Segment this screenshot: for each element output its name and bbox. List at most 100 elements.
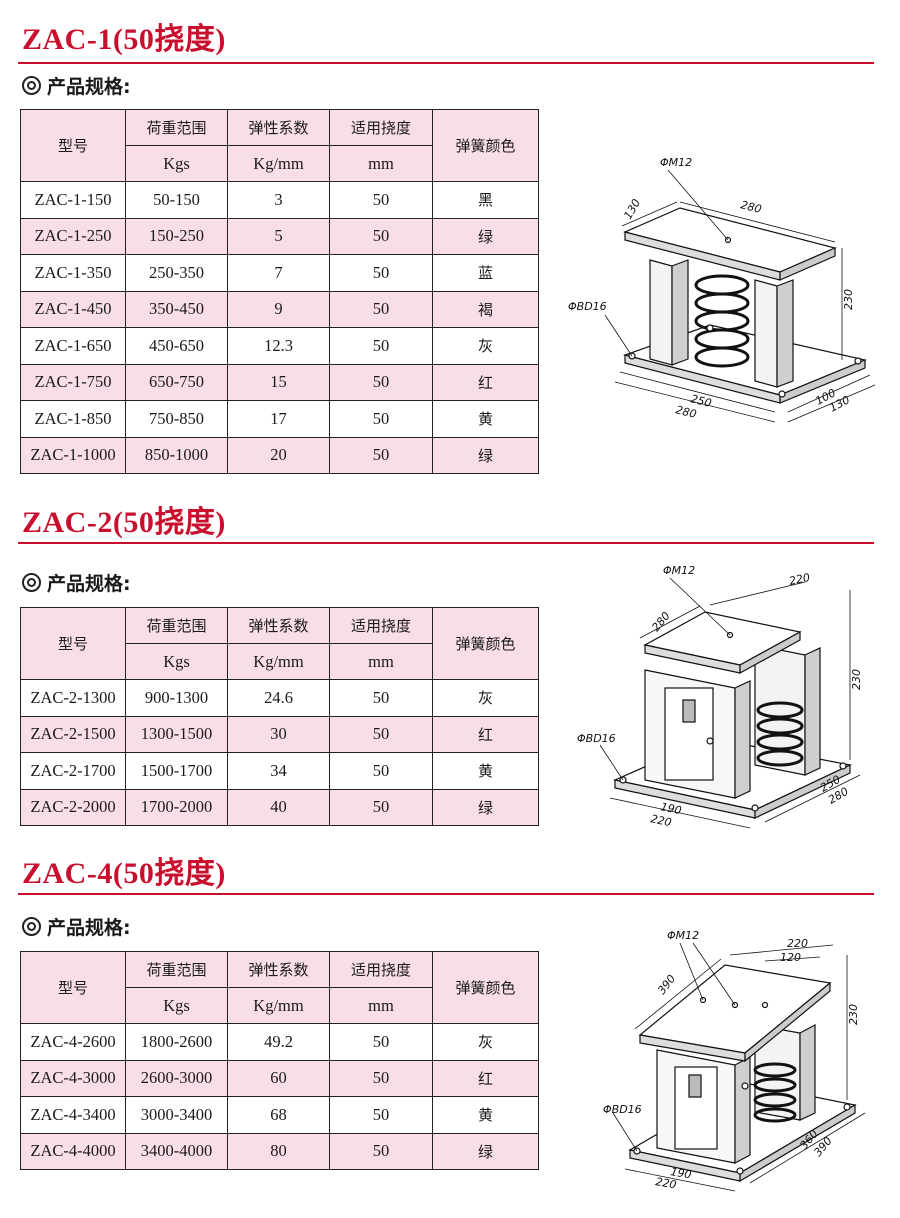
- label-base-width-outer: 280: [674, 403, 698, 421]
- mount-diagram-zac-4: ΦM12 220 120 390 230 ΦBD16 190 220 360 3…: [603, 929, 866, 1192]
- cell-deflection: 50: [329, 181, 433, 219]
- cell-load: 450-650: [125, 327, 228, 365]
- mount-diagram-zac-2: ΦM12 220 280 230 ΦBD16 190 220 250 280: [577, 564, 863, 829]
- header-load-unit: Kgs: [125, 145, 228, 182]
- header-stiffness-unit: Kg/mm: [227, 145, 330, 182]
- cell-model: ZAC-1-450: [20, 290, 126, 328]
- cell-load: 1800-2600: [125, 1023, 228, 1061]
- cell-model: ZAC-1-750: [20, 363, 126, 401]
- spec-subheading: 产品规格:: [22, 916, 131, 940]
- label-base-width-inner: 190: [669, 1165, 692, 1181]
- header-deflection: 适用挠度: [329, 109, 433, 146]
- header-stiffness-unit: Kg/mm: [227, 643, 330, 680]
- label-base-width-outer: 220: [654, 1175, 677, 1191]
- spec-subheading: 产品规格:: [22, 75, 131, 99]
- cell-load: 650-750: [125, 363, 228, 401]
- cell-load: 1300-1500: [125, 715, 228, 753]
- label-bolt: ΦM12: [663, 564, 695, 577]
- label-top-depth: 390: [655, 972, 678, 997]
- header-model: 型号: [20, 109, 126, 182]
- header-deflection-unit: mm: [329, 987, 433, 1024]
- cell-deflection: 50: [329, 1096, 433, 1134]
- label-height: 230: [842, 289, 855, 310]
- cell-load: 3400-4000: [125, 1132, 228, 1170]
- label-top-width: 280: [739, 198, 763, 216]
- cell-stiffness: 24.6: [227, 679, 330, 717]
- header-deflection: 适用挠度: [329, 607, 433, 644]
- cell-deflection: 50: [329, 752, 433, 790]
- header-stiffness: 弹性系数: [227, 109, 330, 146]
- cell-color: 绿: [432, 788, 539, 826]
- double-circle-icon: [22, 76, 41, 95]
- label-top-width: 220: [787, 937, 808, 950]
- cell-deflection: 50: [329, 715, 433, 753]
- cell-model: ZAC-1-850: [20, 400, 126, 438]
- cell-color: 绿: [432, 436, 539, 474]
- cell-load: 250-350: [125, 254, 228, 292]
- cell-load: 50-150: [125, 181, 228, 219]
- cell-model: ZAC-4-2600: [20, 1023, 126, 1061]
- label-base-width-outer: 220: [649, 812, 672, 829]
- mount-diagram-zac-1: ΦM12 280 130 230 ΦBD16 250 280 100 130: [568, 156, 876, 423]
- cell-model: ZAC-1-250: [20, 217, 126, 255]
- label-height: 230: [850, 669, 863, 690]
- header-load: 荷重范围: [125, 951, 228, 988]
- cell-model: ZAC-2-1300: [20, 679, 126, 717]
- label-bolt: ΦM12: [660, 156, 692, 169]
- double-circle-icon: [22, 573, 41, 592]
- cell-load: 350-450: [125, 290, 228, 328]
- cell-deflection: 50: [329, 327, 433, 365]
- header-load-unit: Kgs: [125, 643, 228, 680]
- header-stiffness-unit: Kg/mm: [227, 987, 330, 1024]
- cell-model: ZAC-4-3400: [20, 1096, 126, 1134]
- cell-stiffness: 3: [227, 181, 330, 219]
- spec-table: 型号 荷重范围 弹性系数 适用挠度 弹簧颜色 Kgs Kg/mm mm ZAC-…: [20, 951, 539, 1170]
- header-deflection-unit: mm: [329, 643, 433, 680]
- label-hole: ΦBD16: [577, 732, 616, 745]
- section-title: ZAC-1(50挠度): [22, 23, 226, 56]
- cell-color: 红: [432, 1059, 539, 1097]
- cell-model: ZAC-4-4000: [20, 1132, 126, 1170]
- cell-deflection: 50: [329, 290, 433, 328]
- label-height: 230: [847, 1004, 860, 1025]
- cell-stiffness: 80: [227, 1132, 330, 1170]
- cell-stiffness: 15: [227, 363, 330, 401]
- cell-model: ZAC-1-1000: [20, 436, 126, 474]
- title-rule: [18, 893, 874, 895]
- header-color: 弹簧颜色: [432, 607, 539, 680]
- header-load: 荷重范围: [125, 607, 228, 644]
- cell-stiffness: 5: [227, 217, 330, 255]
- cell-color: 红: [432, 715, 539, 753]
- title-rule: [18, 542, 874, 544]
- cell-model: ZAC-1-150: [20, 181, 126, 219]
- cell-color: 灰: [432, 1023, 539, 1061]
- header-deflection-unit: mm: [329, 145, 433, 182]
- title-rule: [18, 62, 874, 64]
- label-top-depth: 280: [649, 609, 672, 633]
- cell-deflection: 50: [329, 1059, 433, 1097]
- cell-model: ZAC-1-350: [20, 254, 126, 292]
- cell-stiffness: 12.3: [227, 327, 330, 365]
- label-hole: ΦBD16: [603, 1103, 642, 1116]
- cell-model: ZAC-2-2000: [20, 788, 126, 826]
- cell-load: 850-1000: [125, 436, 228, 474]
- double-circle-icon: [22, 917, 41, 936]
- cell-stiffness: 9: [227, 290, 330, 328]
- cell-deflection: 50: [329, 788, 433, 826]
- header-stiffness: 弹性系数: [227, 951, 330, 988]
- cell-load: 150-250: [125, 217, 228, 255]
- header-model: 型号: [20, 607, 126, 680]
- section-title: ZAC-4(50挠度): [22, 857, 226, 890]
- cell-stiffness: 7: [227, 254, 330, 292]
